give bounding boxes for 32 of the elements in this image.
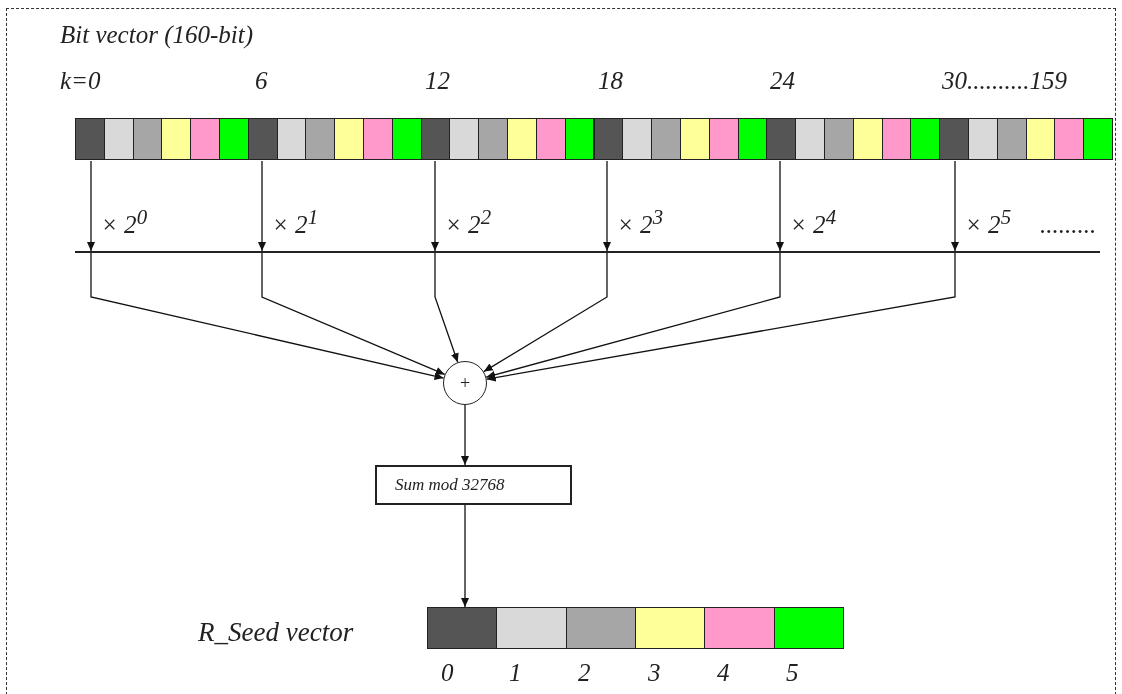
- index-label: 30..........159: [942, 68, 1067, 93]
- arrow: [486, 252, 956, 382]
- index-label: 2: [578, 660, 591, 685]
- index-label: 1: [509, 660, 522, 685]
- index-label: 18: [598, 68, 623, 93]
- arrow: [431, 160, 439, 252]
- arrow: [434, 252, 459, 363]
- arrow: [261, 252, 446, 376]
- index-label: 3: [648, 660, 661, 685]
- process-box: Sum mod 32768: [375, 465, 572, 505]
- vector-title: R_Seed vector: [198, 619, 354, 646]
- arrow: [90, 252, 445, 380]
- index-label: 4: [717, 660, 730, 685]
- arrow: [776, 160, 784, 252]
- arrow: [485, 252, 781, 379]
- adder-circle: +: [443, 361, 487, 405]
- arrow: [258, 160, 266, 252]
- vector-title: Bit vector (160-bit): [60, 22, 253, 47]
- ellipsis: .........: [1040, 212, 1097, 237]
- arrow: [87, 160, 95, 252]
- arrow: [461, 504, 469, 608]
- arrow: [461, 404, 469, 466]
- index-label: 12: [425, 68, 450, 93]
- index-label: k=0: [60, 68, 101, 93]
- arrow: [483, 252, 608, 373]
- arrow: [603, 160, 611, 252]
- index-label: 0: [441, 660, 454, 685]
- bus-line: [75, 251, 1100, 253]
- arrow: [951, 160, 959, 252]
- index-label: 5: [786, 660, 799, 685]
- index-label: 6: [255, 68, 268, 93]
- index-label: 24: [770, 68, 795, 93]
